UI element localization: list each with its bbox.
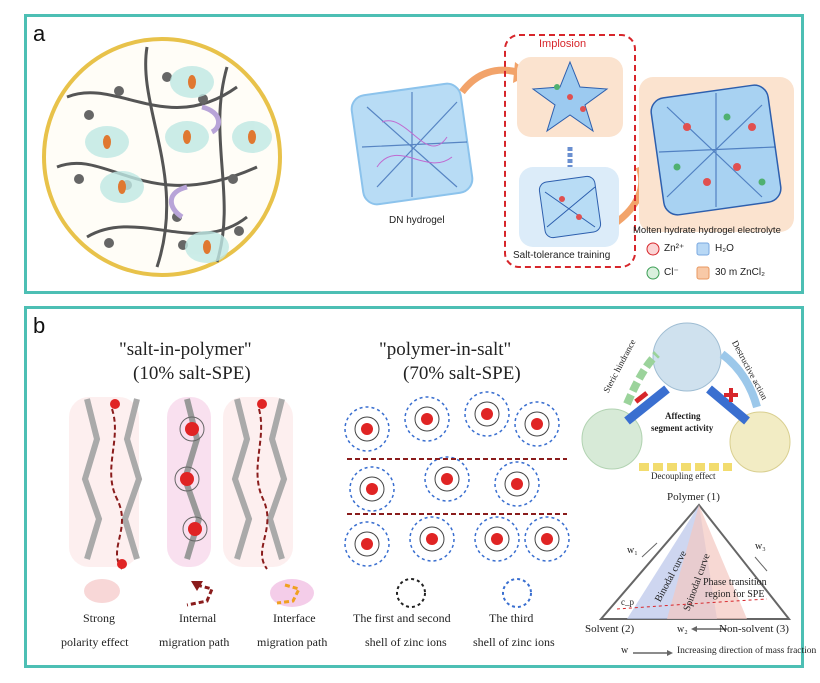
arrow-to-implosion bbox=[459, 66, 518, 95]
solvent-label: Solvent (2) bbox=[585, 623, 635, 635]
panel-b-label: b bbox=[33, 313, 46, 338]
panel-a: a bbox=[24, 14, 804, 294]
nonsolvent-label: Non-solvent (3) bbox=[719, 623, 789, 635]
dn-hydrogel-cube bbox=[350, 82, 474, 206]
w-legend-text: Increasing direction of mass fraction bbox=[677, 646, 817, 656]
polarity-icon bbox=[84, 579, 120, 603]
salt-training-label: Salt-tolerance training bbox=[513, 250, 611, 261]
molten-label: Molten hydrate hydrogel electrolyte bbox=[633, 225, 781, 236]
decoupling-label: Decoupling effect bbox=[651, 471, 716, 481]
legend-zn: Zn²⁺ bbox=[664, 243, 685, 254]
phase-diagram bbox=[598, 503, 792, 656]
trained-cube bbox=[538, 175, 602, 239]
region-label-2: region for SPE bbox=[705, 589, 765, 600]
first-second-shell-icon bbox=[396, 578, 426, 608]
w3-label: w₃ bbox=[755, 541, 766, 552]
legend-internal-1: Internal bbox=[179, 611, 217, 625]
cp-label: c_p bbox=[621, 597, 634, 607]
panel-b: b "salt-in-polymer" (10% salt-SPE) "poly… bbox=[24, 306, 816, 668]
panel-a-graphic bbox=[42, 34, 794, 280]
salt-in-polymer-sub: (10% salt-SPE) bbox=[133, 363, 251, 384]
polymer-label: Polymer (1) bbox=[667, 491, 720, 503]
legend-cl: Cl⁻ bbox=[664, 267, 679, 278]
panel-b-graphic bbox=[69, 322, 792, 656]
panel-a-label: a bbox=[33, 21, 46, 46]
cycle-diagram bbox=[581, 322, 791, 473]
legend-shell3-2: shell of zinc ions bbox=[473, 635, 555, 649]
polymer-network-circle bbox=[42, 37, 282, 277]
panel-b-legend-icons bbox=[84, 578, 532, 608]
legend-interface-1: Interface bbox=[273, 611, 316, 625]
salt-in-polymer-structure bbox=[69, 397, 293, 570]
polymer-in-salt-structure bbox=[344, 391, 570, 567]
center-label-2: segment activity bbox=[651, 423, 714, 433]
legend-strong-2: polarity effect bbox=[61, 635, 129, 649]
w-legend-w: w bbox=[621, 645, 629, 656]
implosion-label: Implosion bbox=[539, 38, 587, 50]
training-box bbox=[504, 34, 636, 268]
legend-shell12-1: The first and second bbox=[353, 611, 451, 625]
molten-cube bbox=[650, 84, 782, 216]
salt-in-polymer-title: "salt-in-polymer" bbox=[119, 339, 252, 360]
third-shell-icon bbox=[502, 578, 532, 608]
legend-zncl2: 30 m ZnCl₂ bbox=[715, 267, 766, 278]
legend-internal-2: migration path bbox=[159, 635, 230, 649]
legend-shell3-1: The third bbox=[489, 611, 534, 625]
internal-path-icon bbox=[186, 583, 215, 607]
legend-interface-2: migration path bbox=[257, 635, 328, 649]
center-label-1: Affecting bbox=[665, 411, 701, 421]
polymer-in-salt-title: "polymer-in-salt" bbox=[379, 339, 512, 360]
implosion-star bbox=[531, 60, 609, 133]
dn-hydrogel-label: DN hydrogel bbox=[389, 215, 445, 226]
w1-label: w₁ bbox=[627, 545, 638, 556]
w2-label: w₂ bbox=[677, 624, 688, 635]
interface-path-icon bbox=[276, 583, 302, 605]
region-label-1: Phase transition bbox=[703, 577, 767, 588]
panel-a-legend bbox=[646, 242, 710, 280]
legend-shell12-2: shell of zinc ions bbox=[365, 635, 447, 649]
polymer-in-salt-sub: (70% salt-SPE) bbox=[403, 363, 521, 384]
arrow-to-molten bbox=[614, 165, 646, 225]
legend-h2o: H₂O bbox=[715, 243, 734, 254]
legend-strong-1: Strong bbox=[83, 611, 116, 625]
